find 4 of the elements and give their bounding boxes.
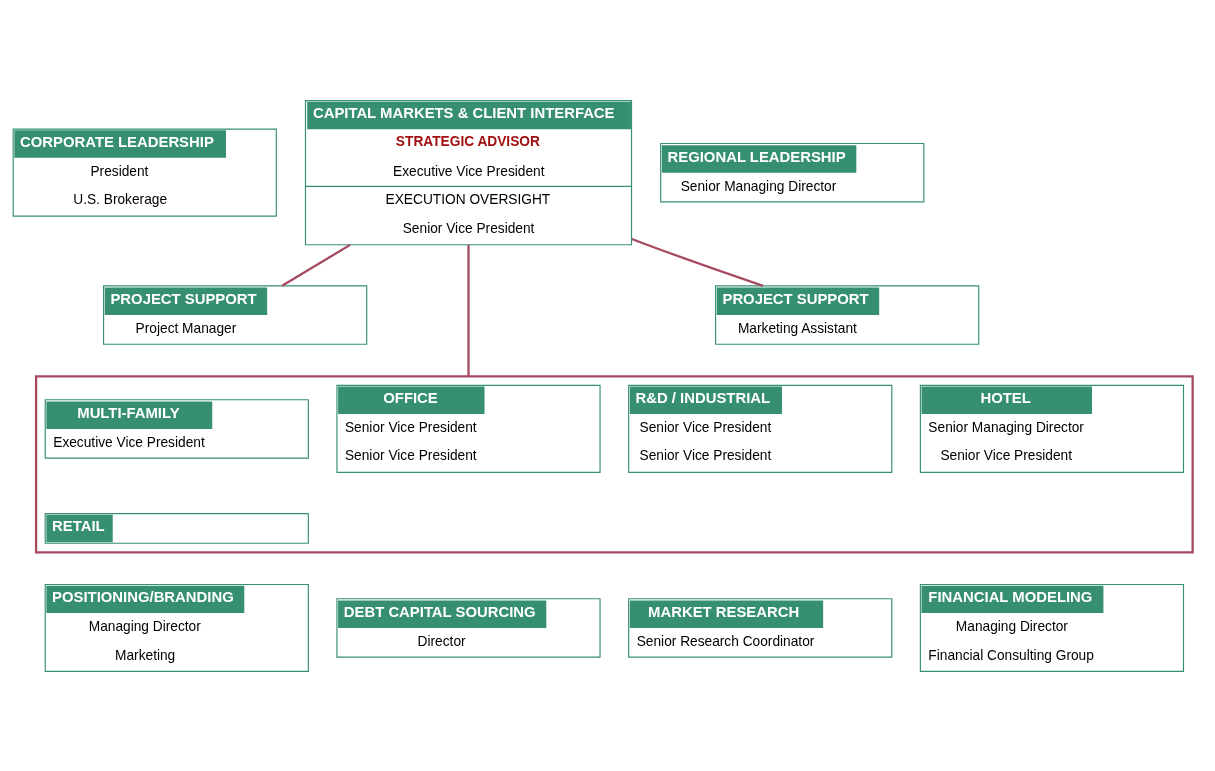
connector [281, 243, 351, 287]
connector [631, 237, 764, 287]
cluster [34, 374, 1194, 554]
connector [467, 244, 470, 376]
